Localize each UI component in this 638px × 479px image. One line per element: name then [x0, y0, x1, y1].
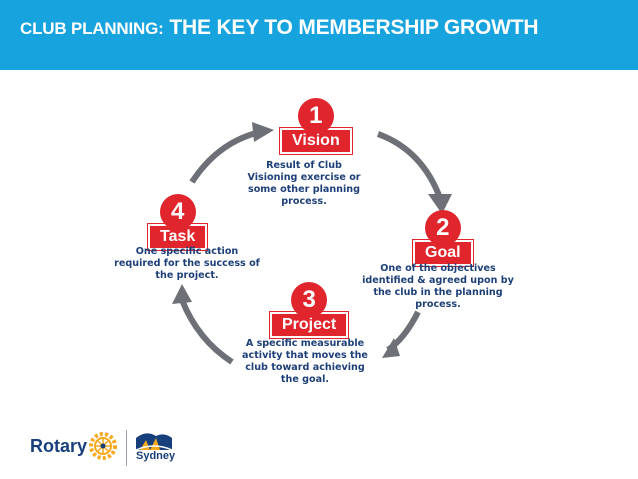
footer-divider [126, 430, 127, 466]
arrow-vision-to-goal-head [428, 194, 452, 214]
arrow-project-to-task-head [172, 284, 192, 304]
step-number-1: 1 [297, 98, 334, 134]
step-project: 3 Project [270, 282, 349, 338]
step-number-3: 3 [291, 282, 328, 318]
rotary-wordmark: Rotary [30, 436, 88, 456]
title-prefix: CLUB PLANNING [20, 19, 159, 38]
step-label-task: Task [148, 224, 208, 250]
arrow-vision-to-goal [376, 131, 443, 200]
title-colon: : [158, 19, 164, 38]
title-main: THE KEY TO MEMBERSHIP GROWTH [163, 16, 539, 39]
step-description-task: One specific action required for the suc… [114, 246, 260, 281]
slide-title: CLUB PLANNING: THE KEY TO MEMBERSHIP GRO… [20, 16, 539, 40]
step-number-4: 4 [159, 194, 196, 230]
cycle-arrows [172, 122, 452, 365]
arrow-task-to-vision-head [252, 122, 274, 142]
step-label-goal: Goal [413, 240, 473, 266]
planning-cycle-diagram: 1 Vision Result of Club Visioning exerci… [100, 90, 530, 390]
sydney-harbour-logo-icon [135, 433, 173, 451]
arrow-task-to-vision [189, 129, 261, 184]
step-task: 4 Task [148, 194, 208, 250]
step-description-project: A specific measurable activity that move… [242, 338, 368, 385]
arrow-project-to-task [179, 298, 234, 365]
sydney-wordmark: Sydney [136, 450, 176, 462]
step-number-2: 2 [424, 210, 461, 246]
footer-logos: Rotary Sydney [30, 428, 200, 468]
step-description-vision: Result of Club Visioning exercise or som… [247, 160, 361, 207]
rotary-wheel-icon [89, 432, 117, 460]
step-description-goal: One of the objectives identified & agree… [362, 263, 514, 310]
step-vision: 1 Vision [280, 98, 352, 154]
title-bar: CLUB PLANNING: THE KEY TO MEMBERSHIP GRO… [0, 0, 638, 70]
arrow-goal-to-project-head [382, 338, 400, 358]
step-goal: 2 Goal [413, 210, 473, 266]
